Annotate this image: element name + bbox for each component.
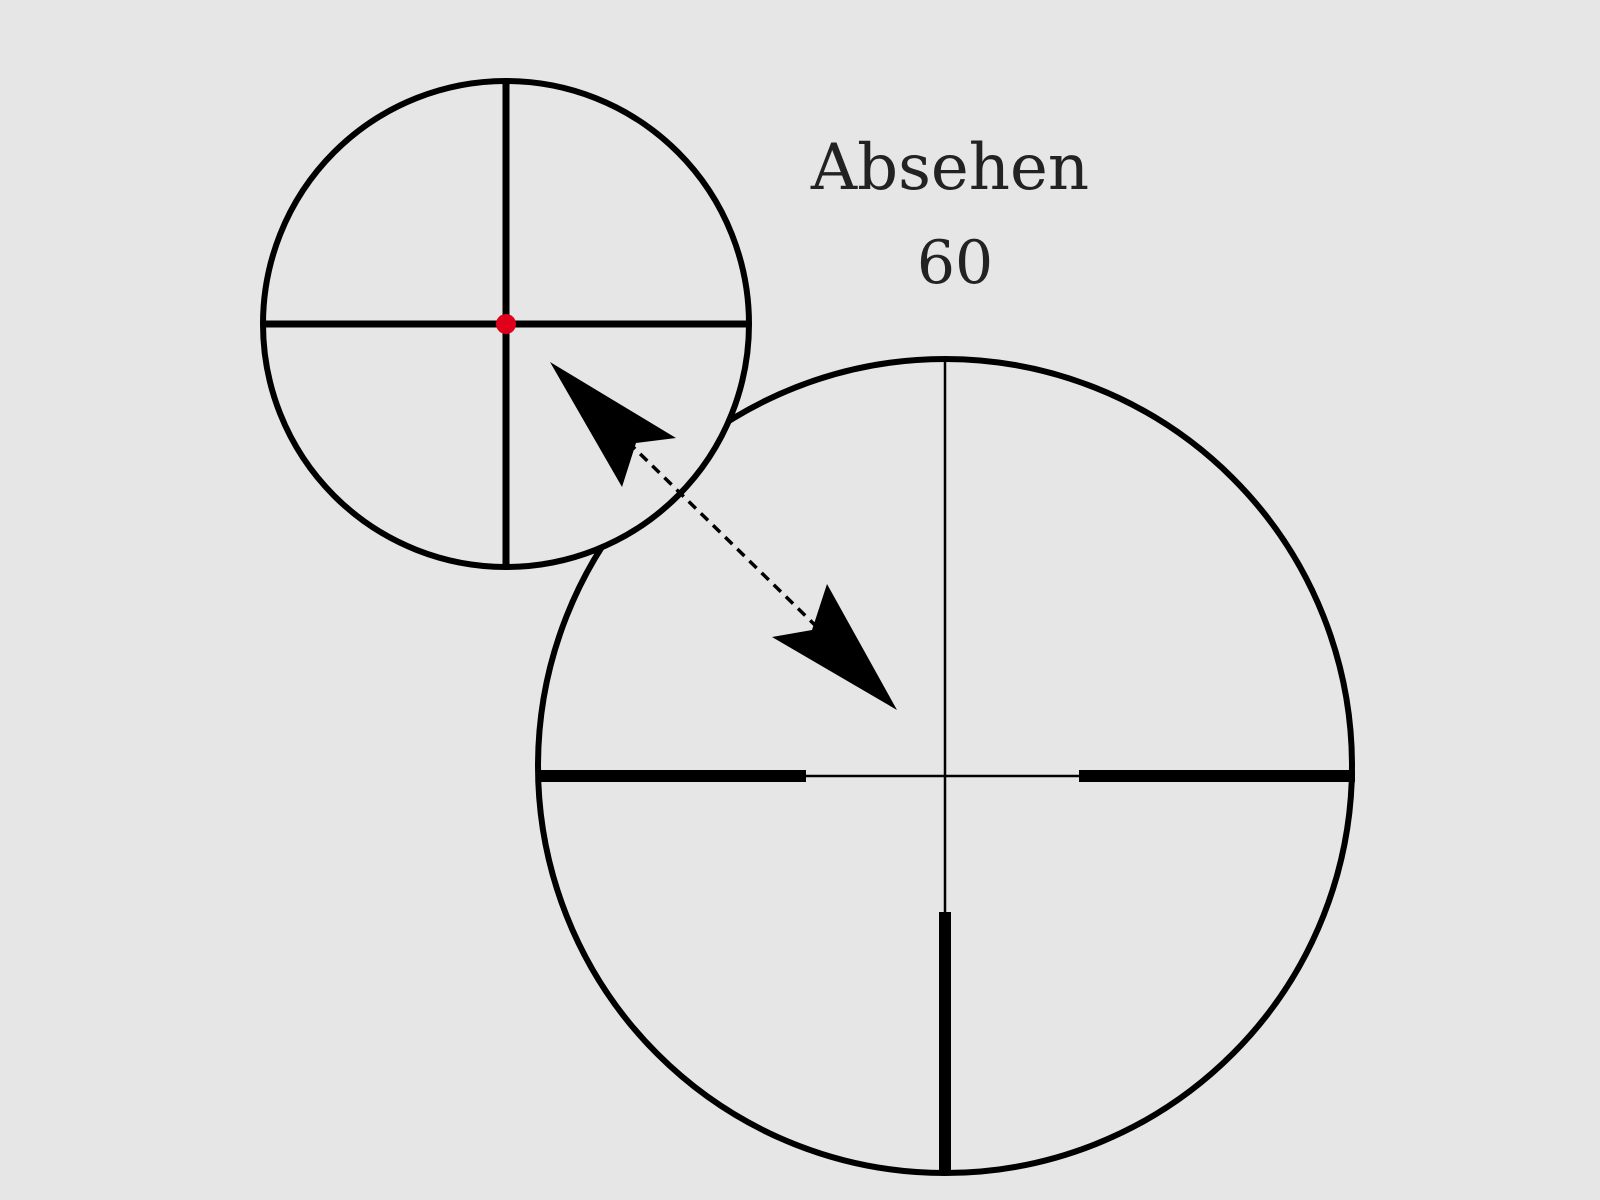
arrow-head-up-left-icon <box>550 362 676 487</box>
reticle-title: Absehen <box>810 131 1090 205</box>
reticle-number: 60 <box>916 228 994 298</box>
zoom-arrow-dashed-shaft <box>626 440 824 634</box>
illuminated-center-dot <box>496 314 516 334</box>
large-reticle <box>535 356 1355 1176</box>
zoom-arrow <box>550 362 897 710</box>
arrow-head-down-right-icon <box>772 584 897 710</box>
small-reticle <box>260 78 752 570</box>
